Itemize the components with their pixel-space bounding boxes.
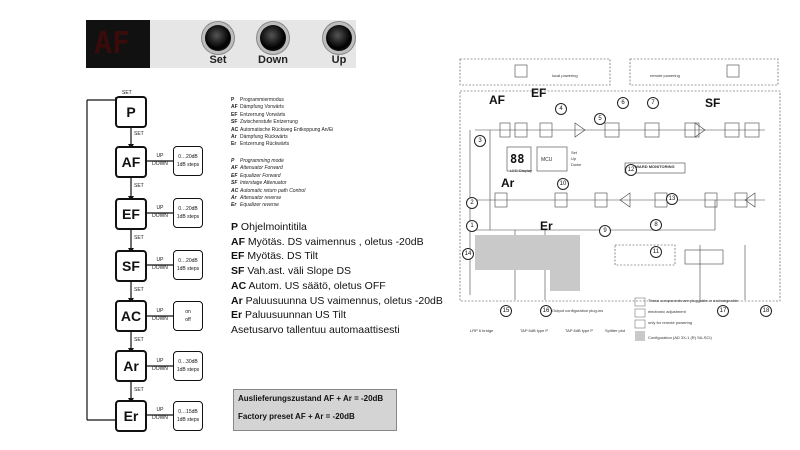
menu-step-af[interactable]: AF: [115, 146, 147, 178]
ref-3: 3: [474, 135, 486, 147]
down-knob[interactable]: [260, 25, 286, 51]
menu-step-label: AF: [121, 154, 141, 170]
ref-7: 7: [647, 97, 659, 109]
schematic-label-af: AF: [489, 93, 505, 107]
preset-english: Factory preset AF + Ar = -20dB: [238, 412, 355, 421]
ref-1: 1: [466, 220, 478, 232]
set-label: SET: [134, 387, 144, 393]
schematic-label-er: Er: [540, 219, 553, 233]
ref-10: 10: [557, 178, 569, 190]
ref-12: 12: [625, 164, 637, 176]
set-label: SET: [134, 337, 144, 343]
finnish-legend: P Ohjelmointitila AF Myötäs. DS vaimennu…: [231, 221, 443, 336]
schematic-label-ef: EF: [531, 86, 547, 100]
menu-step-label: SF: [122, 258, 140, 274]
led-display-label: LED Display: [510, 168, 533, 173]
ref-17: 17: [717, 305, 729, 317]
part-tap-1: TAP 6dB type P: [520, 328, 549, 333]
schematic-led-display: 88: [510, 152, 525, 166]
ref-11: 11: [650, 246, 662, 258]
top-set-label: SET: [122, 90, 132, 96]
ref-13: 13: [666, 193, 678, 205]
factory-preset-box: Auslieferungszustand AF + Ar = -20dB Fac…: [233, 389, 397, 431]
menu-step-er[interactable]: Er: [115, 400, 147, 432]
part-splitter: Splitter plot: [605, 328, 626, 333]
menu-step-sf[interactable]: SF: [115, 250, 147, 282]
ref-6: 6: [617, 97, 629, 109]
ref-14: 14: [462, 248, 474, 260]
set-knob-label: Set: [209, 54, 227, 66]
up-knob-label: Up: [331, 54, 347, 66]
seven-segment-display: AF: [86, 20, 150, 68]
menu-step-label: AC: [120, 308, 142, 324]
mcu-key-set: Set: [571, 150, 578, 155]
menu-step-label: EF: [122, 206, 140, 222]
ref-18: 18: [760, 305, 772, 317]
set-label: SET: [134, 287, 144, 293]
ref-15: 15: [500, 305, 512, 317]
set-knob[interactable]: [205, 25, 231, 51]
menu-step-ar[interactable]: Ar: [115, 350, 147, 382]
forward-monitoring-label: FORWARD MONITORING: [627, 164, 675, 169]
legend-pluggable: These components are pluggable or exchan…: [648, 298, 739, 303]
ref-16: 16: [540, 305, 552, 317]
output-config-label: Output configuration plug-ins: [552, 308, 604, 313]
display-readout: AF: [94, 26, 131, 61]
ref-9: 9: [599, 225, 611, 237]
ref-5: 5: [594, 113, 606, 125]
legend-electronic: electronic adjustment: [648, 309, 686, 314]
set-label: SET: [134, 131, 144, 137]
local-powering-label: local powering: [552, 73, 578, 78]
ref-2: 2: [466, 197, 478, 209]
mcu-key-down: Down: [571, 162, 582, 167]
legend-configuration: Configuration (AD 3X-1 (R) SA-SCI): [648, 335, 712, 340]
schematic-label-sf: SF: [705, 96, 721, 110]
mcu-key-up: Up: [571, 156, 577, 161]
menu-step-label: P: [126, 104, 136, 120]
menu-step-p[interactable]: P: [115, 96, 147, 128]
ref-8: 8: [650, 219, 662, 231]
menu-step-label: Ar: [123, 358, 139, 374]
mcu-label: MCU: [541, 157, 553, 163]
set-label: SET: [134, 235, 144, 241]
menu-step-ac[interactable]: AC: [115, 300, 147, 332]
menu-step-ef[interactable]: EF: [115, 198, 147, 230]
preset-german: Auslieferungszustand AF + Ar = -20dB: [238, 394, 384, 403]
up-knob[interactable]: [326, 25, 352, 51]
block-schematic: [459, 58, 781, 341]
part-lrp-bridge: LRP 6 bridge: [470, 328, 494, 333]
ref-4: 4: [555, 103, 567, 115]
legend-remote: only for remote powering: [648, 320, 693, 325]
schematic-label-ar: Ar: [501, 176, 515, 190]
down-knob-label: Down: [258, 54, 288, 66]
menu-step-label: Er: [123, 408, 139, 424]
part-tap-2: TAP 6dB type P: [565, 328, 594, 333]
set-label: SET: [134, 183, 144, 189]
remote-powering-label: remote powering: [650, 73, 680, 78]
